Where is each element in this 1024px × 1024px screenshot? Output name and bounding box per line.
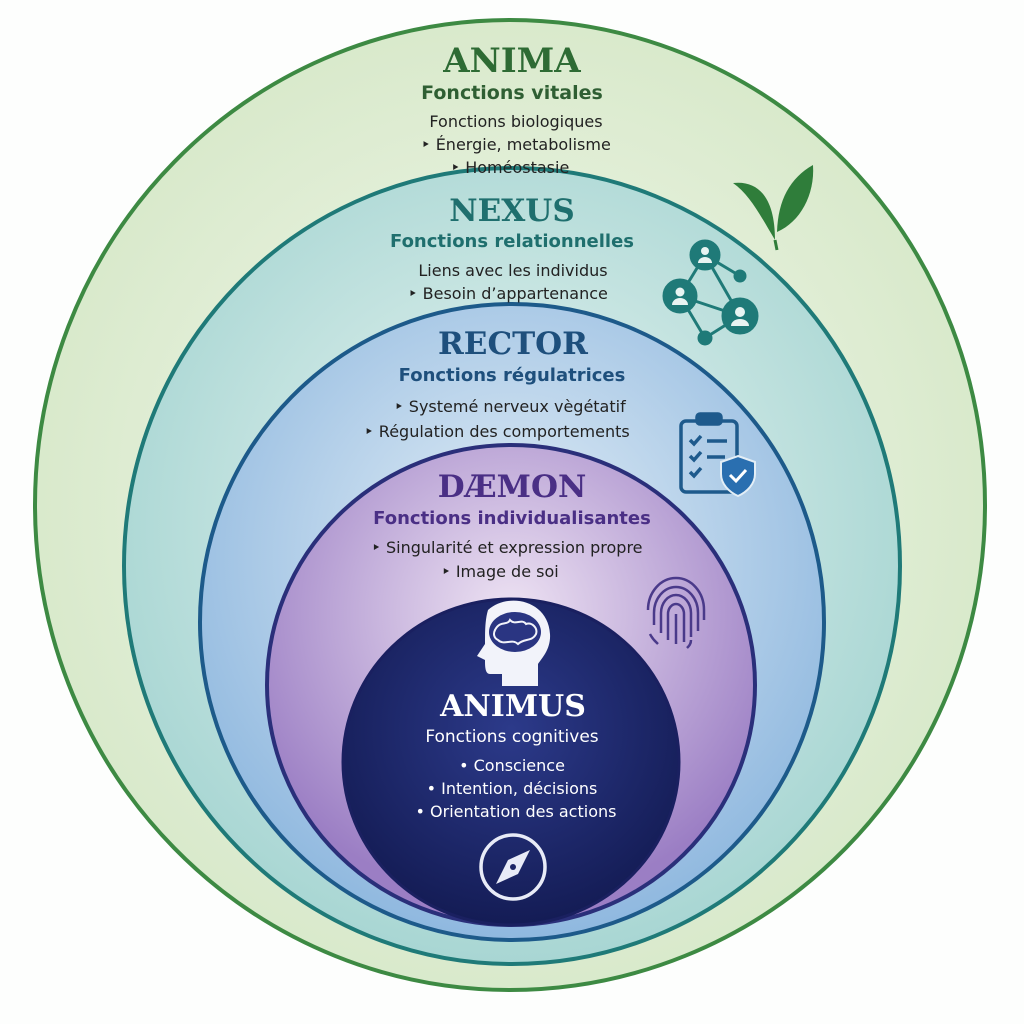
daemon-item: ‣ Singularité et expression propre <box>371 538 642 557</box>
animus-item: • Intention, décisions <box>427 779 598 798</box>
rector-subtitle: Fonctions régulatrices <box>399 365 626 386</box>
daemon-subtitle: Fonctions individualisantes <box>373 508 651 529</box>
daemon-item: ‣ Image de soi <box>441 562 558 581</box>
nexus-item: Liens avec les individus <box>418 261 607 280</box>
brain-head-icon <box>477 600 551 686</box>
anima-item: Fonctions biologiques <box>429 112 602 131</box>
nexus-subtitle: Fonctions relationnelles <box>390 231 634 252</box>
anima-item: ‣ Homéostasie <box>451 158 570 177</box>
nexus-title: NEXUS <box>449 193 574 229</box>
animus-item: • Conscience <box>459 756 565 775</box>
animus-subtitle: Fonctions cognitives <box>425 727 598 747</box>
nexus-item: ‣ Besoin d’appartenance <box>408 284 608 303</box>
animus-item: • Orientation des actions <box>416 802 617 821</box>
fingerprint-icon <box>646 576 706 649</box>
anima-subtitle: Fonctions vitales <box>421 82 603 104</box>
rector-title: RECTOR <box>438 326 588 362</box>
anima-title: ANIMA <box>442 41 581 81</box>
clipboard-shield-icon <box>679 412 756 498</box>
anima-item: ‣ Énergie, metabolisme <box>421 135 611 154</box>
leaf-icon <box>733 165 814 251</box>
daemon-title: DÆMON <box>438 469 587 505</box>
ring-animus <box>341 597 681 927</box>
network-people-icon <box>662 239 759 346</box>
rector-item: ‣ Régulation des comportements <box>364 422 629 441</box>
rector-item: ‣ Systemé nerveux vègétatif <box>394 397 626 416</box>
animus-title: ANIMUS <box>439 689 586 724</box>
compass-icon <box>479 833 547 901</box>
